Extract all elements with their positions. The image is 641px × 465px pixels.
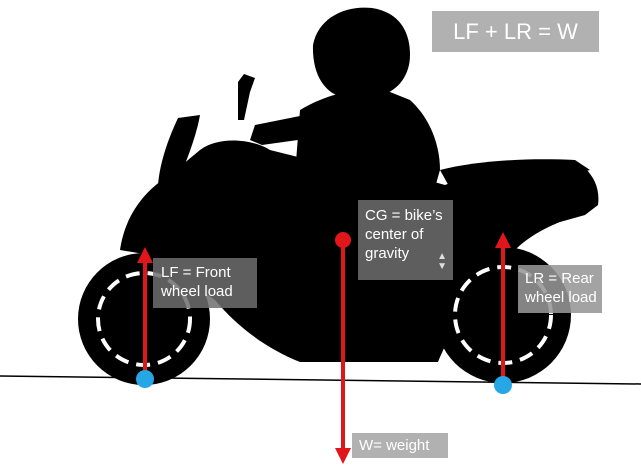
lr-label-line-1: LR = Rear [525, 270, 594, 287]
lr-label-line-2: wheel load [525, 289, 597, 306]
cg-label-line-3: gravity [365, 245, 410, 262]
cg-label-line-2: center of [365, 226, 424, 243]
rear-wheel-load-label: LR = Rear wheel load [518, 265, 602, 313]
formula-label: LF + LR = W [432, 11, 599, 52]
center-of-gravity-dot [335, 232, 351, 248]
weight-label: W= weight [352, 433, 448, 458]
up-down-arrows-icon: ▲▼ [437, 251, 447, 272]
lf-label-line-1: LF = Front [161, 264, 231, 281]
cg-label-line-1: CG = bike’s [365, 207, 443, 224]
rear-contact-point [494, 376, 512, 394]
front-wheel-load-label: LF = Front wheel load [153, 258, 257, 308]
front-contact-point [136, 370, 154, 388]
motorcycle-silhouette [78, 7, 599, 385]
lf-label-line-2: wheel load [161, 283, 233, 300]
ground-line [0, 375, 641, 385]
cg-label: CG = bike’s center of gravity ▲▼ [358, 200, 453, 280]
